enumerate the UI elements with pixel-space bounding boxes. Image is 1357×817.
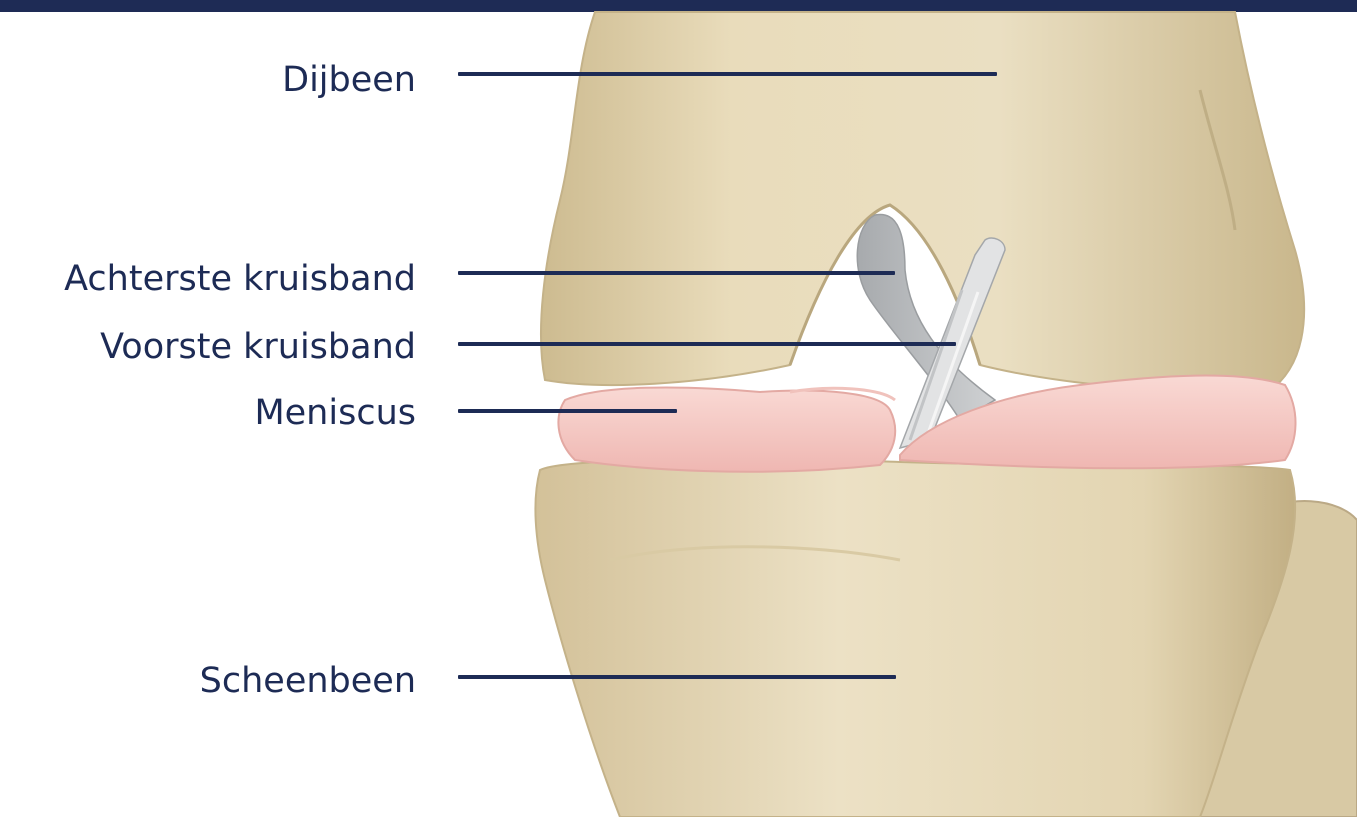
label-acl: Voorste kruisband [100, 327, 416, 367]
label-tibia: Scheenbeen [200, 661, 416, 701]
meniscus-shape [558, 387, 895, 471]
label-meniscus: Meniscus [254, 393, 416, 433]
leader-line-tibia [458, 675, 896, 679]
leader-line-acl [458, 342, 956, 346]
label-pcl: Achterste kruisband [64, 259, 416, 299]
leader-line-femur [458, 72, 997, 76]
tibia-shape [535, 459, 1295, 817]
label-femur: Dijbeen [282, 60, 416, 100]
leader-line-meniscus [458, 409, 677, 413]
leader-line-pcl [458, 271, 895, 275]
